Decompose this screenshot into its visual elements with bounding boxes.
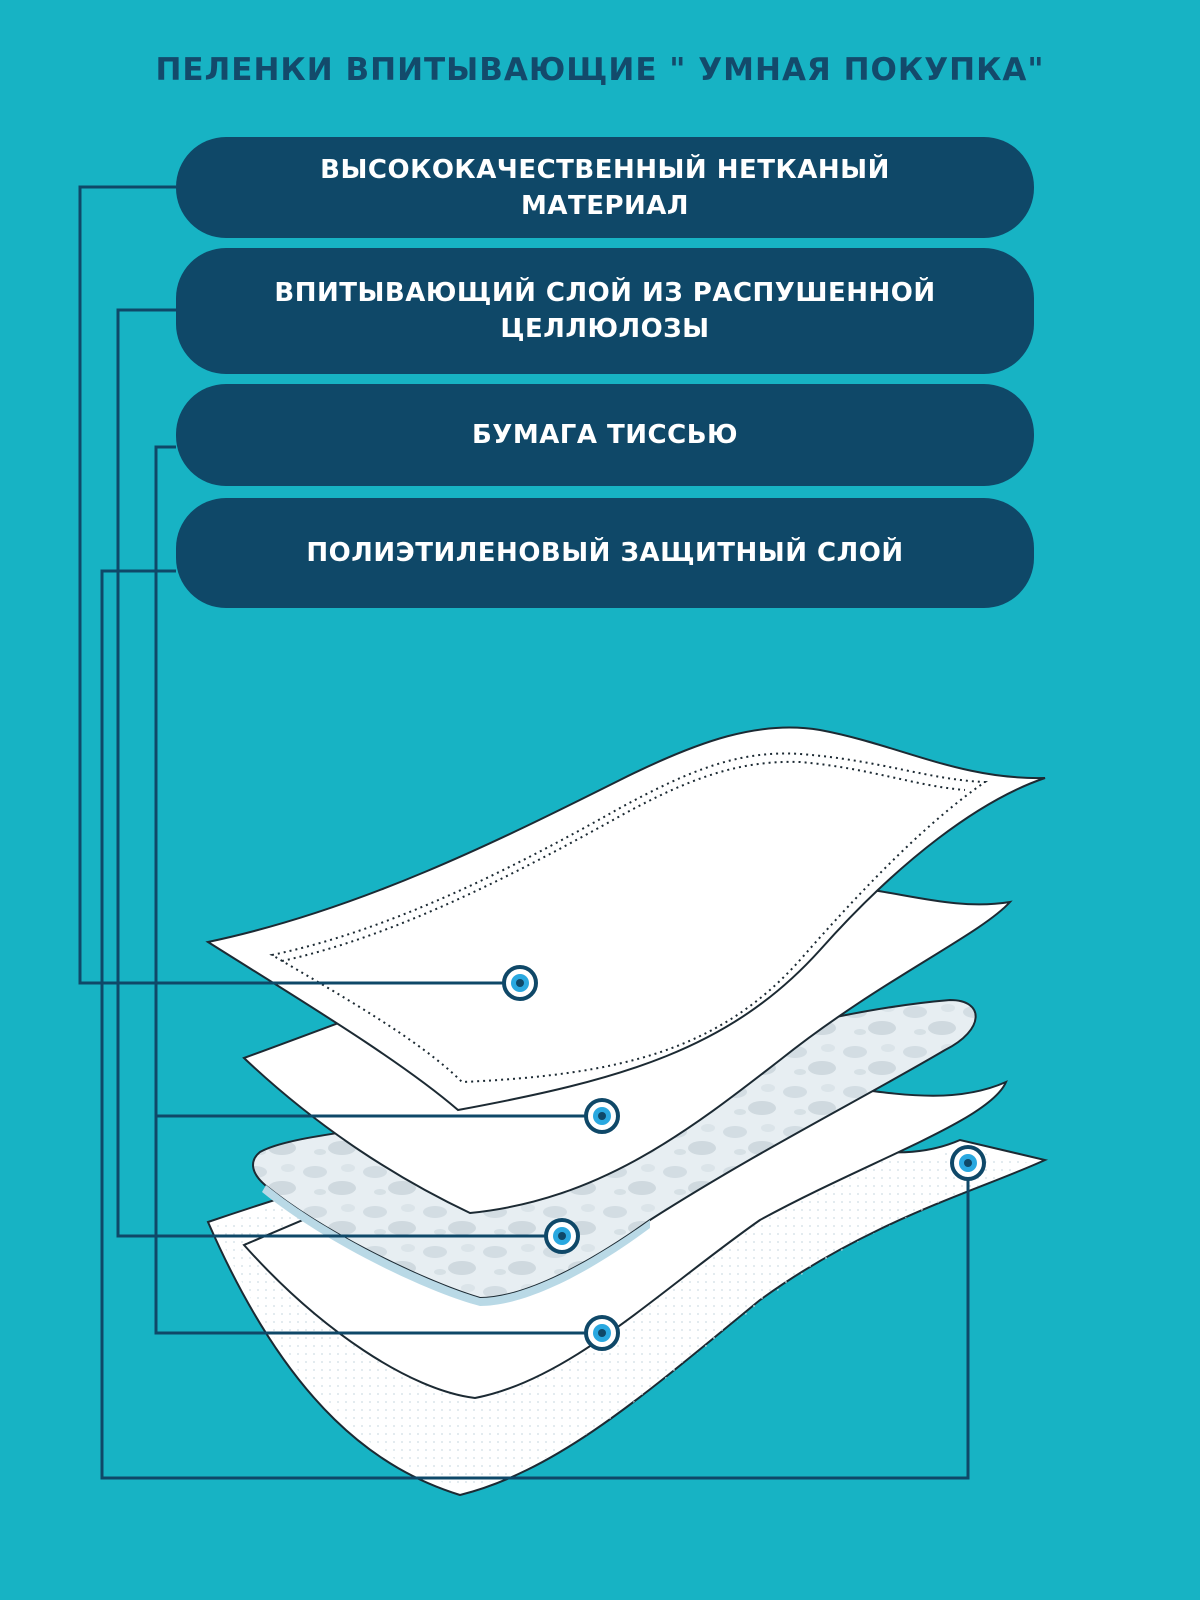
label-polyethylene-layer: ПОЛИЭТИЛЕНОВЫЙ ЗАЩИТНЫЙ СЛОЙ [176,498,1034,608]
label-text: БУМАГА ТИССЬЮ [471,420,739,450]
label-nonwoven-material: ВЫСОКОКАЧЕСТВЕННЫЙ НЕТКАНЫЙ МАТЕРИАЛ [176,137,1034,238]
sheet-nonwoven [205,726,1046,1112]
marker-nonwoven [502,965,538,1001]
connector-cellulose [116,308,562,1238]
label-absorbent-cellulose: ВПИТЫВАЮЩИЙ СЛОЙ ИЗ РАСПУШЕННОЙ ЦЕЛЛЮЛОЗ… [176,248,1034,374]
connector-polyethylene [100,569,970,1480]
connector-nonwoven [78,185,520,985]
label-text: ПОЛИЭТИЛЕНОВЫЙ ЗАЩИТНЫЙ СЛОЙ [306,538,904,568]
label-text: ВПИТЫВАЮЩИЙ СЛОЙ ИЗ РАСПУШЕННОЙ ЦЕЛЛЮЛОЗ… [274,278,936,344]
marker-polyethylene [950,1145,986,1181]
connector-lines [78,185,970,1480]
connector-tissue-2 [154,1116,602,1335]
marker-tissue-bottom [584,1315,620,1351]
label-tissue-paper: БУМАГА ТИССЬЮ [176,384,1034,486]
connector-tissue [154,445,602,1118]
page-title: ПЕЛЕНКИ ВПИТЫВАЮЩИЕ " УМНАЯ ПОКУПКА" [155,52,1045,88]
label-text: ВЫСОКОКАЧЕСТВЕННЫЙ НЕТКАНЫЙ МАТЕРИАЛ [320,154,890,221]
marker-tissue-top [584,1098,620,1134]
marker-cellulose [544,1218,580,1254]
